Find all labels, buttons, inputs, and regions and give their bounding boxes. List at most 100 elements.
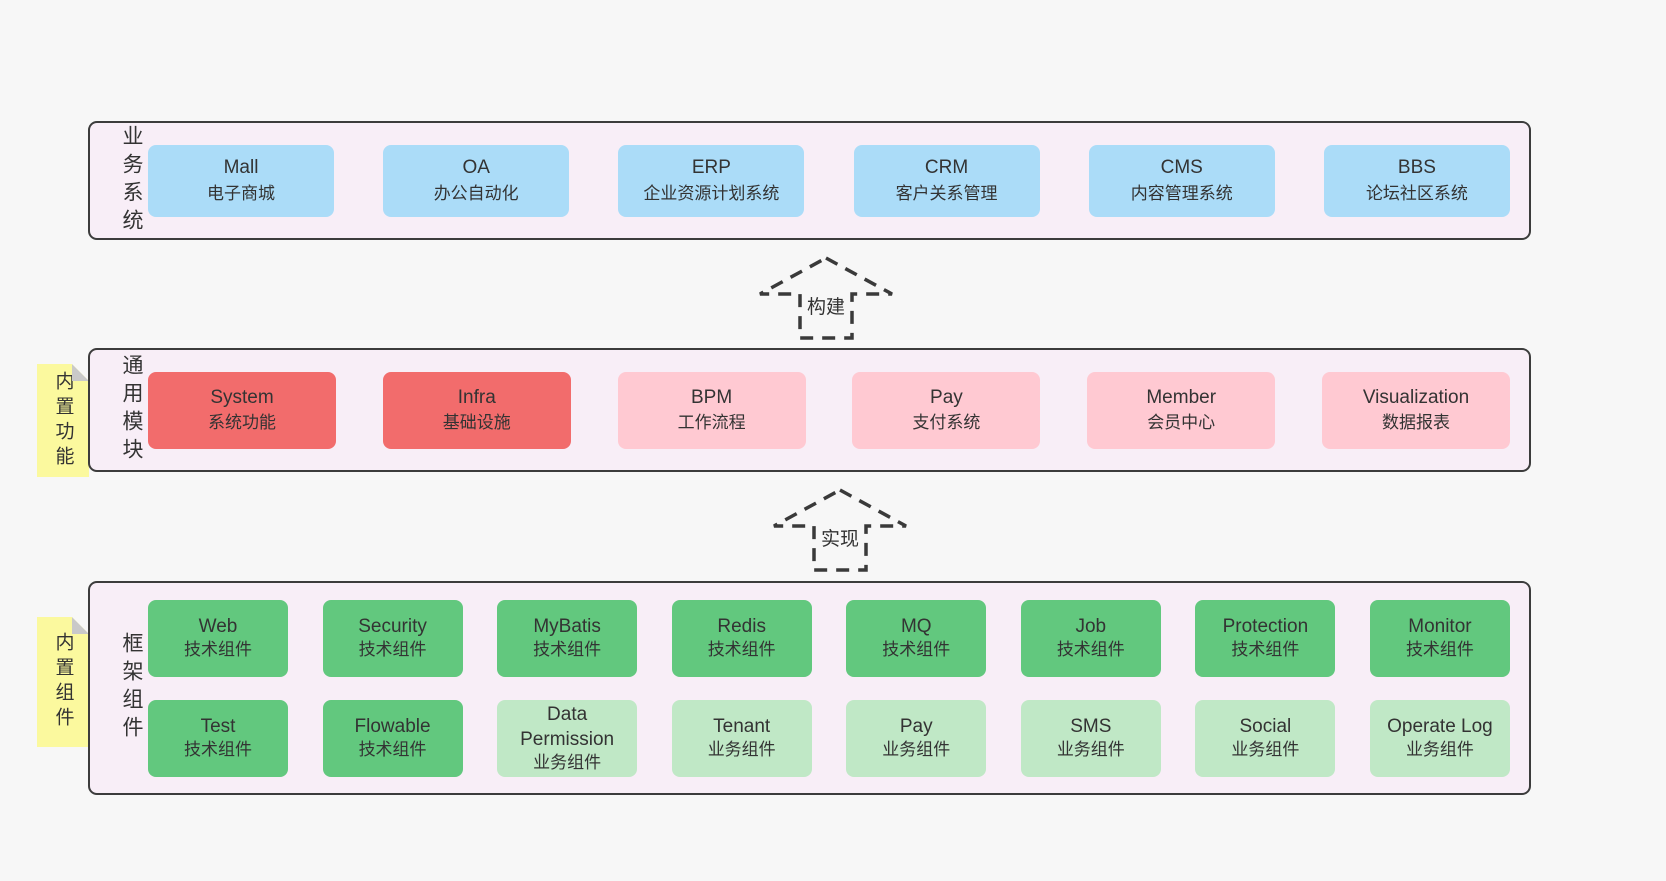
- implement-arrow: 实现: [771, 487, 909, 573]
- box-oa: OA 办公自动化: [383, 144, 570, 217]
- box-title: Redis: [717, 616, 766, 638]
- framework-row-2: Test 技术组件 Flowable 技术组件 Data Permission …: [148, 699, 1510, 777]
- box-title: Protection: [1222, 616, 1309, 638]
- box-subtitle: 技术组件: [184, 740, 252, 760]
- box-subtitle: 支付系统: [912, 413, 981, 433]
- box-subtitle: 基础设施: [442, 413, 511, 433]
- box-subtitle: 技术组件: [184, 640, 252, 660]
- box-subtitle: 电子商城: [207, 183, 275, 203]
- build-arrow-label: 构建: [757, 292, 895, 319]
- framework-components-panel: 框架组件 Web 技术组件 Security 技术组件 MyBatis 技术组件…: [88, 581, 1531, 795]
- common-modules-label: 通用模块: [120, 354, 143, 466]
- box-subtitle: 工作流程: [677, 413, 746, 433]
- box-subtitle: 业务组件: [1056, 740, 1125, 760]
- box-flowable: Flowable 技术组件: [322, 699, 463, 777]
- box-title: Web: [198, 616, 238, 638]
- box-title: MyBatis: [533, 616, 601, 638]
- box-tenant: Tenant 业务组件: [671, 699, 812, 777]
- builtin-features-note-label: 内置功能: [52, 370, 74, 471]
- builtin-features-note: 内置功能: [37, 364, 89, 477]
- box-title: Flowable: [354, 716, 431, 738]
- box-subtitle: 技术组件: [707, 640, 776, 660]
- box-subtitle: 业务组件: [707, 740, 776, 760]
- box-protection: Protection 技术组件: [1195, 599, 1336, 677]
- box-erp: ERP 企业资源计划系统: [618, 144, 805, 217]
- framework-components-rows: Web 技术组件 Security 技术组件 MyBatis 技术组件 Redi…: [142, 599, 1529, 777]
- box-subtitle: 数据报表: [1381, 413, 1450, 433]
- box-subtitle: 技术组件: [882, 640, 951, 660]
- box-title: Pay: [930, 386, 963, 408]
- box-title: Visualization: [1362, 386, 1470, 408]
- box-title: Mall: [223, 157, 259, 179]
- box-pay: Pay 支付系统: [852, 371, 1041, 449]
- box-title: Member: [1146, 386, 1217, 408]
- box-title: BPM: [691, 386, 733, 408]
- implement-arrow-label: 实现: [771, 524, 909, 551]
- box-infra: Infra 基础设施: [382, 371, 571, 449]
- box-title: CMS: [1160, 157, 1203, 179]
- box-title: System: [210, 386, 274, 408]
- box-subtitle: 企业资源计划系统: [643, 183, 780, 203]
- box-subtitle: 系统功能: [208, 413, 276, 433]
- box-title: CRM: [924, 157, 969, 179]
- box-sms: SMS 业务组件: [1020, 699, 1161, 777]
- framework-row-1: Web 技术组件 Security 技术组件 MyBatis 技术组件 Redi…: [148, 599, 1510, 677]
- box-title: Job: [1075, 616, 1107, 638]
- box-subtitle: 内容管理系统: [1130, 183, 1233, 203]
- box-subtitle: 论坛社区系统: [1365, 183, 1468, 203]
- box-subtitle: 技术组件: [358, 640, 427, 660]
- business-systems-label: 业务系统: [120, 124, 143, 237]
- box-subtitle: 业务组件: [533, 752, 602, 772]
- box-subtitle: 会员中心: [1147, 413, 1216, 433]
- build-arrow: 构建: [757, 255, 895, 341]
- box-subtitle: 业务组件: [1231, 740, 1300, 760]
- box-crm: CRM 客户关系管理: [853, 144, 1040, 217]
- box-subtitle: 技术组件: [358, 740, 427, 760]
- box-visualization: Visualization 数据报表: [1321, 371, 1510, 449]
- dashed-up-arrow-icon: [773, 488, 907, 572]
- box-web: Web 技术组件: [148, 599, 288, 677]
- box-title: Tenant: [713, 716, 771, 738]
- box-social: Social 业务组件: [1195, 699, 1336, 777]
- box-title: Security: [358, 616, 427, 638]
- business-systems-boxes: Mall 电子商城 OA 办公自动化 ERP 企业资源计划系统 CRM 客户关系…: [142, 144, 1529, 217]
- note-fold-corner: [72, 617, 89, 634]
- common-modules-boxes: System 系统功能 Infra 基础设施 BPM 工作流程 Pay 支付系统…: [142, 371, 1529, 449]
- note-fold-corner: [72, 364, 89, 381]
- box-title: Social: [1239, 716, 1292, 738]
- box-title: BBS: [1397, 157, 1436, 179]
- box-redis: Redis 技术组件: [671, 599, 812, 677]
- box-subtitle: 业务组件: [882, 740, 951, 760]
- box-subtitle: 技术组件: [1231, 640, 1300, 660]
- builtin-components-note: 内置组件: [37, 617, 89, 747]
- box-title: MQ: [900, 616, 932, 638]
- box-monitor: Monitor 技术组件: [1369, 599, 1510, 677]
- box-title: Infra: [457, 386, 496, 408]
- box-subtitle: 技术组件: [1056, 640, 1125, 660]
- box-cms: CMS 内容管理系统: [1088, 144, 1275, 217]
- box-title: Data Permission: [520, 703, 615, 750]
- box-mybatis: MyBatis 技术组件: [497, 599, 638, 677]
- box-system: System 系统功能: [148, 371, 336, 449]
- box-subtitle: 业务组件: [1405, 740, 1474, 760]
- framework-components-label: 框架组件: [120, 632, 143, 744]
- box-job: Job 技术组件: [1020, 599, 1161, 677]
- box-test: Test 技术组件: [148, 699, 288, 777]
- box-title: SMS: [1070, 716, 1112, 738]
- box-member: Member 会员中心: [1087, 371, 1276, 449]
- box-subtitle: 客户关系管理: [895, 183, 998, 203]
- builtin-components-note-label: 内置组件: [52, 632, 74, 732]
- business-systems-panel: 业务系统 Mall 电子商城 OA 办公自动化 ERP 企业资源计划系统 CRM…: [88, 121, 1531, 240]
- box-title: Monitor: [1408, 616, 1472, 638]
- box-mq: MQ 技术组件: [846, 599, 987, 677]
- box-data-permission: Data Permission 业务组件: [497, 699, 638, 777]
- dashed-up-arrow-icon: [759, 256, 893, 340]
- box-mall: Mall 电子商城: [148, 144, 334, 217]
- box-pay-biz: Pay 业务组件: [846, 699, 987, 777]
- box-title: Operate Log: [1387, 716, 1493, 738]
- box-bbs: BBS 论坛社区系统: [1323, 144, 1510, 217]
- box-subtitle: 技术组件: [533, 640, 602, 660]
- box-title: OA: [462, 157, 490, 179]
- box-title: ERP: [691, 157, 731, 179]
- box-security: Security 技术组件: [322, 599, 463, 677]
